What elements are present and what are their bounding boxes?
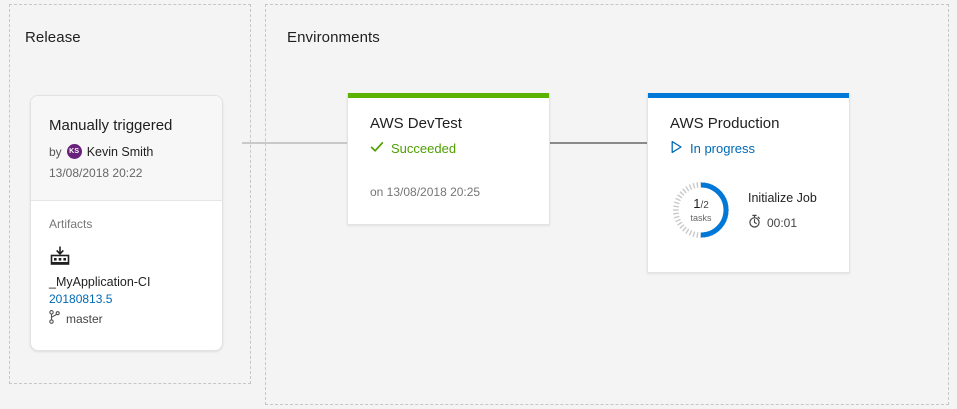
artifact-version-link[interactable]: 20180813.5 [49, 292, 113, 307]
play-outline-icon [670, 140, 683, 157]
artifact-name[interactable]: _MyApplication-CI [49, 275, 151, 289]
build-artifact-icon [49, 245, 204, 272]
artifact-branch-name: master [66, 311, 103, 326]
release-artifacts-section: Artifacts _MyApplication-CI 20180813.5 [31, 201, 222, 327]
environment-status-label: Succeeded [391, 141, 457, 156]
environment-accent-bar [648, 93, 849, 98]
artifacts-label: Artifacts [49, 217, 93, 231]
environment-status-label: In progress [690, 141, 756, 156]
connector-release-to-devtest [242, 142, 348, 144]
current-job-info: Initialize Job 00:01 [748, 189, 817, 231]
stopwatch-icon [748, 214, 761, 231]
progress-section: 1/2 tasks Initialize Job [670, 179, 827, 241]
environment-name: AWS DevTest [370, 115, 462, 132]
environment-name: AWS Production [670, 115, 780, 132]
by-label: by [49, 144, 62, 159]
connector-devtest-to-production [549, 142, 648, 144]
tasks-unit-label: tasks [690, 213, 712, 223]
tasks-completed: 1 [693, 196, 701, 211]
environment-accent-bar [348, 93, 549, 98]
job-timer-row: 00:01 [748, 214, 817, 231]
git-branch-icon [49, 310, 60, 327]
task-progress-ring: 1/2 tasks [670, 179, 732, 241]
environment-card-devtest[interactable]: AWS DevTest Succeeded on 13/08/2018 20:2… [347, 93, 550, 225]
job-elapsed-time: 00:01 [767, 215, 798, 230]
environment-substatus: on 13/08/2018 20:25 [370, 185, 481, 199]
tasks-total: /2 [700, 200, 709, 211]
environment-card-production[interactable]: AWS Production In progress 1/2 task [647, 93, 850, 273]
environment-status-row: Succeeded [370, 140, 527, 157]
current-job-name: Initialize Job [748, 191, 817, 205]
environments-panel-title: Environments [287, 29, 380, 46]
environment-status-row[interactable]: In progress [670, 140, 827, 157]
release-timestamp: 13/08/2018 20:22 [49, 166, 143, 180]
artifact-branch-row: master [49, 310, 204, 327]
avatar: KS [66, 144, 82, 159]
release-panel-title: Release [25, 29, 81, 46]
task-progress-count: 1/2 [693, 197, 709, 211]
release-author-row: by KS Kevin Smith [49, 144, 204, 159]
release-panel [9, 4, 251, 384]
release-trigger-label: Manually triggered [49, 117, 173, 134]
environments-panel [265, 4, 949, 405]
checkmark-icon [370, 140, 384, 157]
release-card-header: Manually triggered by KS Kevin Smith 13/… [31, 96, 222, 201]
release-author-name: Kevin Smith [86, 144, 154, 159]
release-card[interactable]: Manually triggered by KS Kevin Smith 13/… [30, 95, 223, 351]
